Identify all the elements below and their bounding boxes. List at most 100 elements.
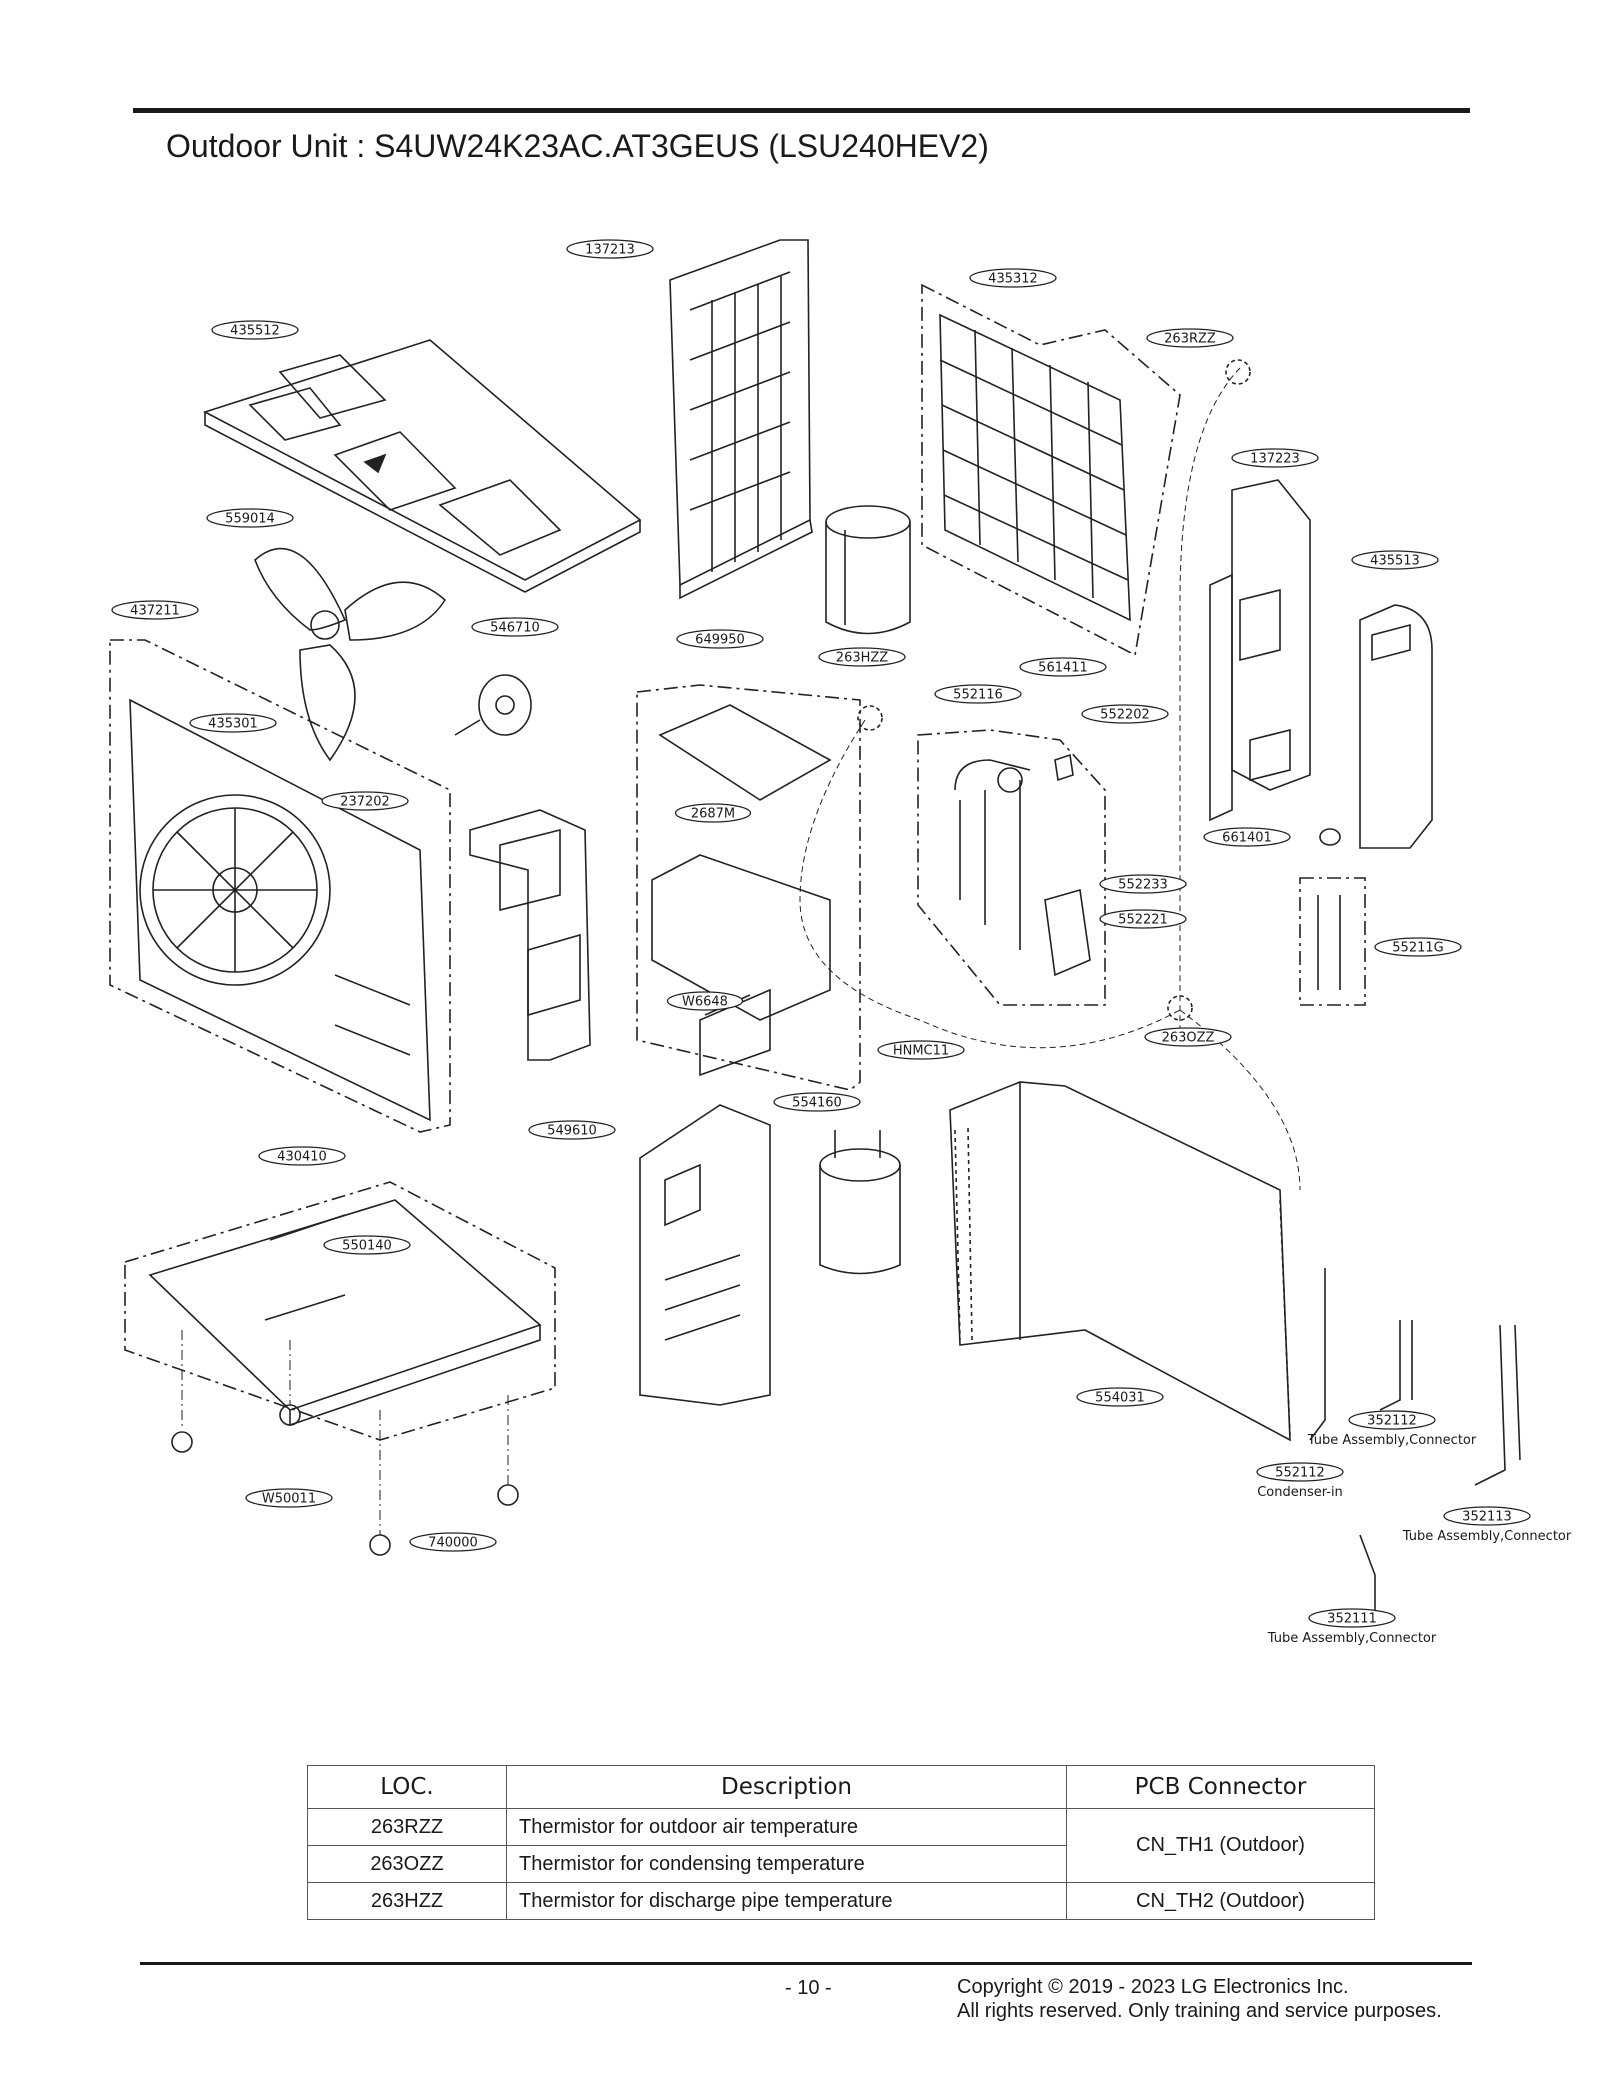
part-label-text: 661401 <box>1222 831 1272 846</box>
part-label-435301: 435301 <box>189 713 277 733</box>
part-label-text: 2687M <box>691 807 735 822</box>
part-label-text: 740000 <box>428 1536 478 1551</box>
part-label-text: 137223 <box>1250 452 1300 467</box>
column-header-loc: LOC. <box>307 1765 507 1809</box>
copyright-line-1: Copyright © 2019 - 2023 LG Electronics I… <box>957 1976 1349 1998</box>
part-label-W50011: W50011 <box>245 1488 333 1508</box>
part-label-661401: 661401 <box>1203 827 1291 847</box>
part-label-caption: Tube Assembly,Connector <box>1402 1529 1572 1544</box>
part-label-bubble <box>1081 704 1169 724</box>
part-label-text: 352111 <box>1327 1612 1377 1627</box>
part-label-text: HNMC11 <box>893 1044 949 1059</box>
part-label-bubble <box>1099 909 1187 929</box>
part-label-text: 435513 <box>1370 554 1420 569</box>
sensor-circles <box>857 359 1251 1021</box>
part-label-text: 435312 <box>988 272 1038 287</box>
side-cover-part <box>1359 604 1433 849</box>
part-label-549610: 549610 <box>528 1120 616 1140</box>
wiring-lines <box>799 367 1301 1191</box>
part-label-bubble <box>323 1235 411 1255</box>
part-label-bubble <box>676 629 764 649</box>
part-label-bubble <box>1099 874 1187 894</box>
part-label-HNMC11: HNMC11 <box>877 1040 965 1060</box>
part-label-text: 561411 <box>1038 661 1088 676</box>
part-label-bubble <box>566 239 654 259</box>
table-row: 263HZZ Thermistor for discharge pipe tem… <box>307 1882 1375 1920</box>
motor-support-part <box>469 809 591 1061</box>
part-label-554160: 554160 <box>773 1092 861 1112</box>
part-label-text: 55211G <box>1392 941 1443 956</box>
part-label-text: 352112 <box>1367 1414 1417 1429</box>
part-label-layer: 137213 435312 263RZZ 435512 137223 559014 4355… <box>111 239 1572 1646</box>
column-header-pcb-connector: PCB Connector <box>1066 1765 1375 1809</box>
compressor-jacket-part <box>825 505 911 635</box>
part-label-bubble <box>773 1092 861 1112</box>
bracket-part <box>1319 828 1341 846</box>
part-label-bubble <box>1256 1462 1344 1482</box>
part-label-bubble <box>409 1532 497 1552</box>
part-label-bubble <box>245 1488 333 1508</box>
table-cell-loc: 263HZZ <box>307 1882 507 1920</box>
part-label-263HZZ: 263HZZ <box>818 647 906 667</box>
part-label-bubble <box>934 684 1022 704</box>
part-label-bubble <box>1146 328 1234 348</box>
front-panel-frame <box>109 639 451 1133</box>
part-label-550140: 550140 <box>323 1235 411 1255</box>
top-rule <box>133 108 1470 113</box>
part-label-text: 559014 <box>225 512 275 527</box>
part-label-bubble <box>818 647 906 667</box>
exploded-parts-diagram: 137213 435312 263RZZ 435512 137223 559014 4355… <box>109 239 1572 1646</box>
table-cell-loc: 263OZZ <box>307 1845 507 1883</box>
fan-blade-part <box>254 547 447 762</box>
part-label-text: 435512 <box>230 324 280 339</box>
part-label-bubble <box>1374 937 1462 957</box>
part-label-text: 263OZZ <box>1162 1031 1215 1046</box>
tube-bundle-part <box>1317 895 1341 990</box>
part-label-554031: 554031 <box>1076 1387 1164 1407</box>
part-label-text: 552221 <box>1118 913 1168 928</box>
part-label-caption: Tube Assembly,Connector <box>1267 1631 1437 1646</box>
part-label-caption: Tube Assembly,Connector <box>1307 1433 1477 1448</box>
part-label-435513: 435513 <box>1351 550 1439 570</box>
page-title: Outdoor Unit : S4UW24K23AC.AT3GEUS (LSU2… <box>166 128 989 164</box>
part-label-2687M: 2687M <box>674 803 752 823</box>
part-label-263RZZ: 263RZZ <box>1146 328 1234 348</box>
front-panel-part <box>129 698 431 1122</box>
part-label-435312: 435312 <box>969 268 1057 288</box>
copyright-line-2: All rights reserved. Only training and s… <box>957 2000 1442 2022</box>
part-label-text: 552202 <box>1100 708 1150 723</box>
part-label-137213: 137213 <box>566 239 654 259</box>
part-label-text: 554031 <box>1095 1391 1145 1406</box>
part-label-text: 263HZZ <box>836 651 888 666</box>
valve-assembly-part <box>954 753 1091 977</box>
part-label-bubble <box>189 713 277 733</box>
table-row: 263OZZ Thermistor for condensing tempera… <box>307 1845 1375 1883</box>
part-label-137223: 137223 <box>1231 448 1319 468</box>
part-label-text: 546710 <box>490 621 540 636</box>
side-guard-part <box>921 283 1181 657</box>
part-label-text: 554160 <box>792 1096 842 1111</box>
part-label-552116: 552116 <box>934 684 1022 704</box>
part-label-263OZZ: 263OZZ <box>1144 1027 1232 1047</box>
part-label-bubble <box>1231 448 1319 468</box>
part-label-55211G: 55211G <box>1374 937 1462 957</box>
part-label-649950: 649950 <box>676 629 764 649</box>
part-label-bubble <box>528 1120 616 1140</box>
part-label-bubble <box>211 320 299 340</box>
base-feet-part <box>171 1330 519 1556</box>
part-label-text: 552233 <box>1118 878 1168 893</box>
part-label-bubble <box>877 1040 965 1060</box>
part-label-W6648: W6648 <box>666 991 744 1011</box>
part-label-text: 263RZZ <box>1164 332 1216 347</box>
tube-bundle-frame <box>1299 877 1366 1006</box>
table-cell-pcb-connector: CN_TH1 (Outdoor) <box>1066 1808 1375 1883</box>
table-row: 263RZZ Thermistor for outdoor air temper… <box>307 1808 1375 1883</box>
part-label-bubble <box>111 600 199 620</box>
part-label-text: 552112 <box>1275 1466 1325 1481</box>
base-pan-part <box>148 1199 542 1427</box>
base-pan-frame <box>124 1181 556 1441</box>
part-label-text: 137213 <box>585 243 635 258</box>
